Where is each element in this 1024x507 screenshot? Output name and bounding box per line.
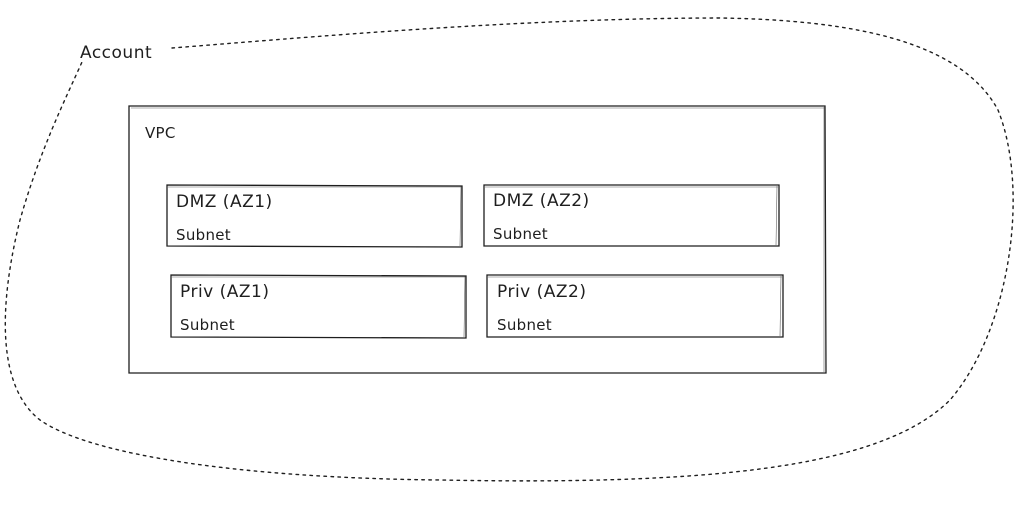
vpc-label: VPC: [145, 124, 176, 142]
subnet-caption: Subnet: [180, 316, 235, 334]
subnet-priv-az2: Priv (AZ2) Subnet: [486, 274, 784, 338]
subnet-caption: Subnet: [493, 225, 548, 243]
subnet-dmz-az2: DMZ (AZ2) Subnet: [483, 184, 780, 247]
subnet-title: DMZ (AZ1): [176, 192, 273, 212]
account-label: Account: [80, 43, 152, 63]
subnet-title: Priv (AZ1): [180, 282, 270, 302]
subnet-dmz-az1: DMZ (AZ1) Subnet: [166, 184, 463, 248]
subnet-caption: Subnet: [497, 316, 552, 334]
subnet-title: Priv (AZ2): [497, 282, 587, 302]
subnet-priv-az1: Priv (AZ1) Subnet: [170, 274, 467, 339]
subnet-title: DMZ (AZ2): [493, 191, 590, 211]
account-boundary: [4, 17, 1014, 482]
vpc-box: [128, 105, 827, 374]
subnet-caption: Subnet: [176, 226, 231, 244]
